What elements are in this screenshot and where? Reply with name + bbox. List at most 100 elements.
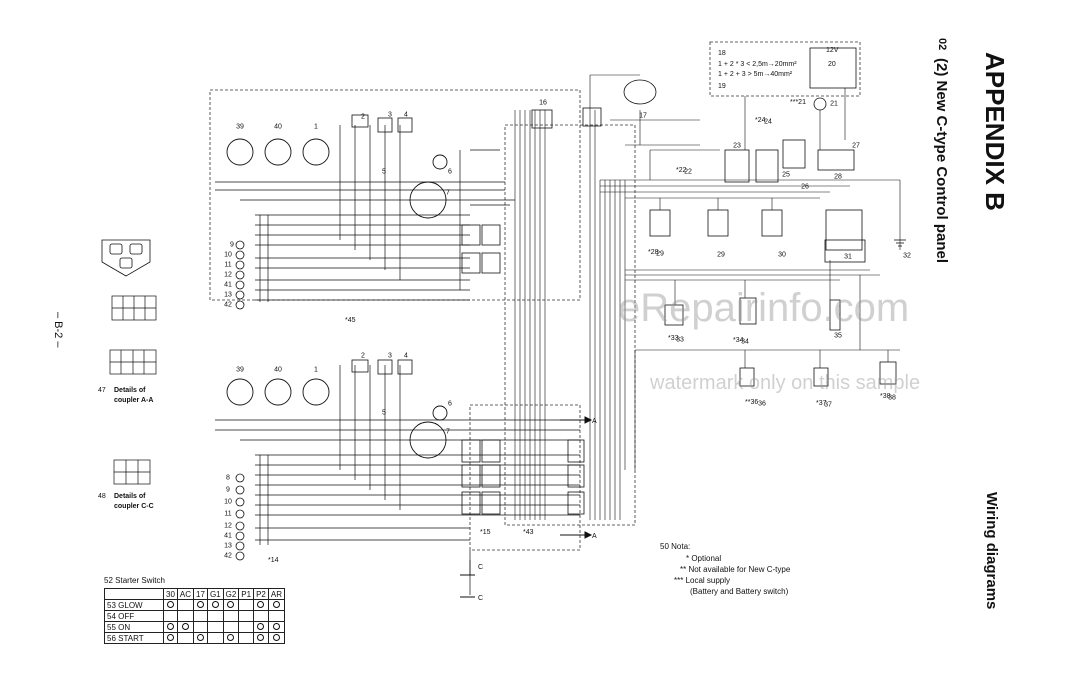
label-21: 21 bbox=[830, 101, 838, 108]
harness-region bbox=[504, 124, 636, 526]
label-4-upper: 4 bbox=[404, 112, 408, 119]
label-6-upper: 6 bbox=[448, 169, 452, 176]
watermark-sample: watermark only on this sample bbox=[650, 372, 921, 394]
coupler-c-label2: coupler C-C bbox=[114, 503, 154, 510]
coupler-a-label2: coupler A-A bbox=[114, 397, 153, 404]
note-not-available: ** Not available for New C-type bbox=[680, 565, 791, 574]
switch-col-ac: AC bbox=[176, 588, 195, 600]
coupler-c-number: 48 bbox=[98, 493, 106, 500]
mark-43: *43 bbox=[523, 529, 534, 536]
label-38: 38 bbox=[888, 395, 896, 402]
label-6-lower: 6 bbox=[448, 401, 452, 408]
lamp-42-upper: 42 bbox=[224, 302, 232, 309]
mark-34: *34 bbox=[733, 337, 744, 344]
coupler-c-grid bbox=[113, 459, 151, 485]
label-40-lower: 40 bbox=[274, 367, 282, 374]
label-34: 34 bbox=[741, 339, 749, 346]
note-optional: * Optional bbox=[686, 554, 722, 563]
coupler-pentagon bbox=[101, 239, 151, 277]
coupler-a-label: Details of bbox=[114, 387, 146, 394]
label-40-upper: 40 bbox=[274, 124, 282, 131]
marker-c-lower: C bbox=[478, 595, 483, 602]
battery-voltage: 12V bbox=[826, 47, 839, 54]
lamp-41-lower: 41 bbox=[224, 533, 232, 540]
label-39-lower: 39 bbox=[236, 367, 244, 374]
starter-switch-title: 52 Starter Switch bbox=[104, 576, 165, 585]
label-2-lower: 2 bbox=[361, 353, 365, 360]
central-harness bbox=[514, 74, 900, 520]
switch-col-p1: P1 bbox=[238, 588, 255, 600]
battery-item-19: 19 bbox=[718, 83, 726, 90]
label-17: 17 bbox=[639, 113, 647, 120]
label-29b: 29 bbox=[717, 252, 725, 259]
lamp-9-lower: 9 bbox=[226, 487, 230, 494]
label-29a: 29 bbox=[656, 251, 664, 258]
label-37: 37 bbox=[824, 402, 832, 409]
label-3-lower: 3 bbox=[388, 353, 392, 360]
switch-row-glow: 53 GLOW bbox=[104, 599, 286, 611]
page-number: – B-2 – bbox=[52, 312, 64, 348]
switch-col-17: 17 bbox=[193, 588, 208, 600]
lower-gauges bbox=[226, 378, 448, 459]
coupler-a-grid bbox=[109, 349, 157, 375]
chapter-title: Wiring diagrams bbox=[983, 492, 1000, 610]
label-5-upper: 5 bbox=[382, 169, 386, 176]
switch-row-start: 56 START bbox=[104, 632, 286, 644]
label-5-lower: 5 bbox=[382, 410, 386, 417]
cable-spec-2: 1 + 2 + 3 > 5m→40mm² bbox=[718, 71, 793, 78]
marker-c-upper: C bbox=[478, 564, 483, 571]
label-7-upper: 7 bbox=[446, 190, 450, 197]
lamp-10-lower: 10 bbox=[224, 499, 232, 506]
starter-switch-table: 30 AC 17 G1 G2 P1 P2 AR 53 GLOW 54 OFF 5… bbox=[104, 588, 286, 644]
label-28: 28 bbox=[834, 174, 842, 181]
panel-title: (2) New C-type Control panel bbox=[933, 58, 950, 264]
lower-lamps bbox=[235, 473, 245, 561]
label-3-upper: 3 bbox=[388, 112, 392, 119]
switch-col-p2: P2 bbox=[253, 588, 269, 600]
lamp-41-upper: 41 bbox=[224, 282, 232, 289]
upper-lamps bbox=[235, 240, 245, 310]
relay-15 bbox=[582, 107, 602, 127]
label-32: 32 bbox=[903, 253, 911, 260]
lamp-10-upper: 10 bbox=[224, 252, 232, 259]
lower-wires bbox=[215, 365, 580, 595]
label-2-upper: 2 bbox=[361, 114, 365, 121]
label-30: 30 bbox=[778, 252, 786, 259]
switch-header-blank bbox=[104, 588, 164, 600]
mark-28: *28 bbox=[648, 249, 659, 256]
label-33: 33 bbox=[676, 337, 684, 344]
mark-45: *45 bbox=[345, 317, 356, 324]
mark-38: *38 bbox=[880, 393, 891, 400]
coupler-b-grid bbox=[111, 295, 157, 321]
switch-col-ar: AR bbox=[267, 588, 286, 600]
lamp-11-upper: 11 bbox=[224, 262, 231, 269]
label-26: 26 bbox=[801, 184, 809, 191]
lamp-42-lower: 42 bbox=[224, 553, 232, 560]
label-22: 22 bbox=[684, 169, 692, 176]
switch-row-on: 55 ON bbox=[104, 621, 286, 633]
upper-panel-region bbox=[209, 89, 581, 301]
battery-box bbox=[709, 41, 861, 97]
label-27: 27 bbox=[852, 143, 860, 150]
mark-21: ***21 bbox=[790, 99, 806, 106]
marker-a-lower: A bbox=[592, 533, 597, 540]
label-36: 36 bbox=[758, 401, 766, 408]
battery-item-18: 18 bbox=[718, 50, 726, 57]
lower-connectors bbox=[351, 359, 585, 515]
label-39-upper: 39 bbox=[236, 124, 244, 131]
right-wiring bbox=[649, 88, 901, 368]
mark-15: *15 bbox=[480, 529, 491, 536]
mark-33: *33 bbox=[668, 335, 679, 342]
lamp-13-lower: 13 bbox=[224, 543, 232, 550]
marker-a-upper: A bbox=[592, 418, 597, 425]
note-battery: (Battery and Battery switch) bbox=[690, 587, 789, 596]
label-16: 16 bbox=[539, 100, 547, 107]
label-7-lower: 7 bbox=[446, 429, 450, 436]
section-number: 02 bbox=[936, 38, 948, 51]
cable-spec-1: 1 + 2 * 3 < 2,5m→20mm² bbox=[718, 61, 797, 68]
lamp-8-lower: 8 bbox=[226, 475, 230, 482]
switch-col-g2: G2 bbox=[222, 588, 240, 600]
upper-wires bbox=[215, 125, 515, 302]
label-35: 35 bbox=[834, 333, 842, 340]
